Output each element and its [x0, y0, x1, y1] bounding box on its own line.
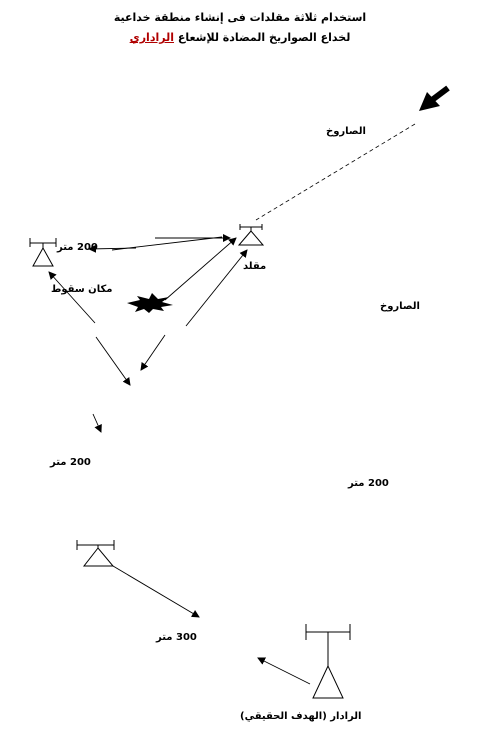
- label-distance-200-top: 200 متر: [57, 242, 98, 253]
- label-distance-300: 300 متر: [156, 632, 197, 643]
- label-distance-200-right: 200 متر: [348, 478, 389, 489]
- arrow-emulator-to-300: [112, 565, 200, 618]
- arrow-small-down: [92, 413, 102, 433]
- arrow-burst-to-emulator: [164, 237, 237, 301]
- emulator-center: [237, 224, 265, 246]
- title-line-2-emphasis: الراداري: [129, 31, 174, 44]
- missile-trajectory: [255, 123, 416, 221]
- radar-icon: [305, 624, 351, 699]
- arrow-down-left: [95, 336, 131, 386]
- label-distance-200-left: 200 متر: [50, 457, 91, 468]
- arrow-down-center: [140, 334, 166, 371]
- emulator-bottom: [76, 540, 115, 567]
- arrow-radar-left: [257, 657, 311, 685]
- explosion-icon: [127, 293, 173, 313]
- label-missile-right: الصاروخ: [380, 301, 420, 312]
- title-line-1: استخدام ثلاثة مقلدات فى إنشاء منطقة خداع…: [113, 11, 367, 24]
- label-missile-top: الصاروخ: [326, 126, 366, 137]
- arrow-to-emulator-right: [185, 249, 248, 327]
- title-line-2-text: لخداع الصواريخ المضادة للإشعاع: [173, 31, 351, 44]
- label-emulator: مقلد: [243, 261, 267, 272]
- arrow-to-left-emulator: [88, 244, 137, 253]
- missile-arrow-icon: [419, 85, 450, 111]
- arrow-to-impact-site: [48, 271, 96, 324]
- title-line-2: لخداع الصواريخ المضادة للإشعاع الراداري: [0, 32, 480, 43]
- label-radar: الرادار (الهدف الحقيقي): [240, 711, 362, 722]
- label-impact-site: مكان سقوط: [51, 284, 113, 295]
- emulator-left: [29, 238, 57, 267]
